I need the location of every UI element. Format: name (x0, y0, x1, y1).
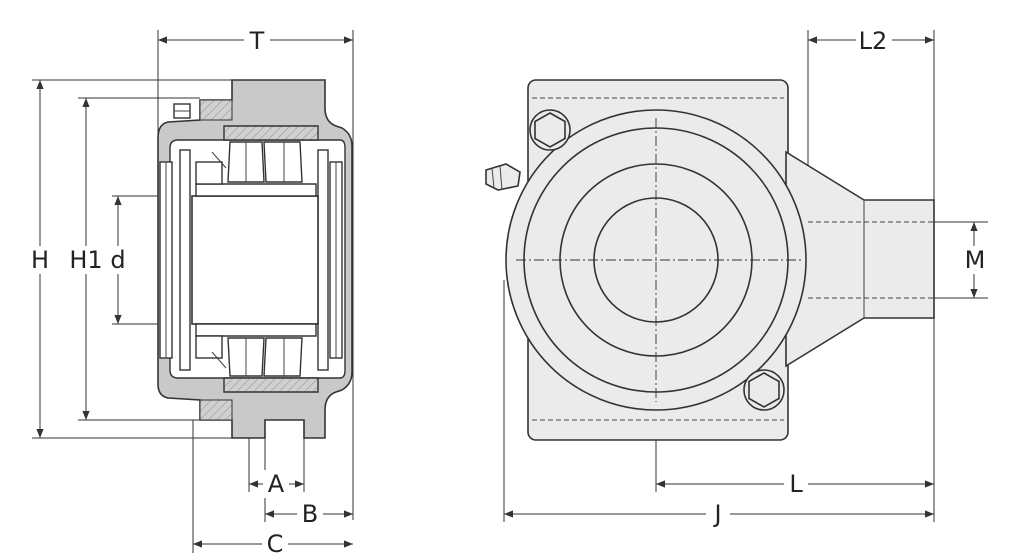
label-A: A (268, 470, 285, 498)
dimension-labels: T H H1 d A B C L2 M L J (31, 27, 985, 553)
label-M: M (965, 246, 986, 274)
tap-arm (785, 150, 935, 368)
locknut-top (195, 161, 223, 185)
front-view (485, 30, 988, 522)
label-T: T (249, 27, 265, 55)
hatch-top (199, 99, 233, 121)
label-backgrounds (24, 26, 990, 553)
outer-ring-top (223, 125, 319, 141)
label-d: d (110, 246, 125, 274)
outer-ring-bottom (223, 377, 319, 393)
adapter-sleeve-top (195, 183, 317, 197)
shaft (191, 195, 319, 325)
label-H: H (31, 246, 49, 274)
label-J: J (712, 500, 721, 528)
label-L2: L2 (859, 27, 888, 55)
label-B: B (302, 500, 318, 528)
label-H1: H1 (69, 246, 102, 274)
rollers-bottom (227, 337, 303, 377)
rollers-top (227, 141, 303, 183)
grease-fitting (485, 163, 521, 191)
adapter-sleeve-bottom (195, 323, 317, 337)
section-view (32, 30, 354, 553)
bolt-bottom-right (743, 369, 785, 411)
label-L: L (789, 470, 803, 498)
bolt-top-left (529, 109, 571, 151)
seal-left (159, 149, 191, 371)
hatch-bottom (199, 399, 233, 421)
locknut-bottom (195, 335, 223, 359)
label-C: C (267, 530, 284, 553)
